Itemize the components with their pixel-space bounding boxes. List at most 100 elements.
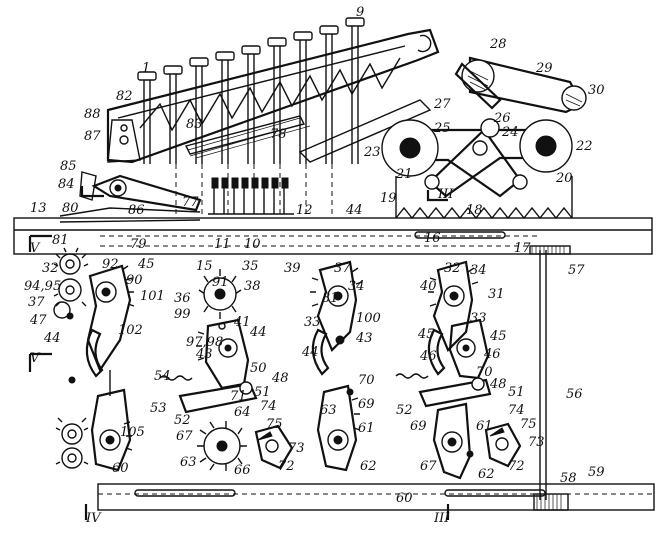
numeral: 66 [234, 463, 251, 478]
numeral: 71 [230, 389, 247, 404]
numeral: 27 [433, 97, 451, 112]
numeral: 60 [112, 461, 129, 476]
key-label-last: 9 [356, 5, 364, 20]
numeral: 26 [493, 111, 511, 126]
numeral: 99 [174, 307, 191, 322]
numeral: 63 [180, 455, 197, 470]
numeral: 86 [128, 203, 145, 218]
numeral: 52 [396, 403, 413, 418]
numeral: 34 [348, 279, 365, 294]
section-mark: III [437, 187, 454, 202]
numeral: 44 [43, 331, 61, 346]
numeral: 40 [419, 279, 437, 294]
numeral: 44 [301, 345, 319, 360]
numeral: 44 [345, 203, 363, 218]
numeral: 39 [284, 261, 301, 276]
numeral: 10 [244, 237, 261, 252]
numeral: 84 [58, 177, 75, 192]
numeral: 46 [419, 349, 437, 364]
numeral: 62 [478, 467, 495, 482]
numeral: 20 [555, 171, 573, 186]
numeral: 35 [242, 259, 259, 274]
numeral: 33 [304, 315, 321, 330]
section-mark: V [30, 241, 41, 256]
numeral: 69 [410, 419, 427, 434]
numeral: 59 [588, 465, 605, 480]
numeral: 28 [489, 37, 507, 52]
numeral: 69 [358, 397, 375, 412]
numeral: 91 [212, 275, 229, 290]
numeral: 24 [501, 125, 519, 140]
numeral: 72 [278, 459, 295, 474]
numeral: 47 [29, 313, 47, 328]
lower-frame-bar [97, 483, 655, 511]
numeral: 92 [102, 257, 119, 272]
numeral: 54 [154, 369, 171, 384]
numeral: 75 [266, 417, 283, 432]
numeral: 36 [174, 291, 191, 306]
numeral: 51 [254, 385, 271, 400]
numeral: 100 [356, 311, 381, 326]
numeral: 63 [320, 403, 337, 418]
numeral: 50 [250, 361, 267, 376]
column-lever-3 [310, 260, 363, 472]
column-lever-4 [395, 260, 522, 480]
numeral: 13 [30, 201, 47, 216]
numeral: 73 [528, 435, 545, 450]
numeral: 97,98 [186, 335, 223, 350]
numeral: 15 [196, 259, 213, 274]
numeral: 87 [84, 129, 101, 144]
section-mark: III [433, 511, 450, 526]
numeral: 45 [417, 327, 435, 342]
numeral: 64 [234, 405, 251, 420]
key-slide [106, 28, 440, 164]
numeral: 77 [182, 195, 199, 210]
numeral: 23 [363, 145, 381, 160]
vertical-shaft [529, 245, 571, 511]
numeral: 70 [476, 365, 493, 380]
numeral: 52 [174, 413, 191, 428]
left-lever [59, 171, 202, 223]
numeral: 43 [355, 331, 373, 346]
numeral: 21 [395, 167, 413, 182]
numeral: 72 [508, 459, 525, 474]
numeral: 32 [42, 261, 59, 276]
numeral: 58 [560, 471, 577, 486]
numeral: 67 [420, 459, 437, 474]
toggle-linkage [381, 56, 587, 220]
numeral: 88 [84, 107, 101, 122]
numeral: 85 [60, 159, 77, 174]
numeral: 19 [380, 191, 397, 206]
numeral: 61 [476, 419, 493, 434]
left-gear-train [53, 247, 89, 469]
numeral: 62 [360, 459, 377, 474]
numeral: 22 [575, 139, 593, 154]
numeral: 53 [150, 401, 167, 416]
numeral: 67 [176, 429, 193, 444]
numeral: 17 [514, 241, 531, 256]
column-lever-2 [159, 269, 294, 471]
column-lever-1 [85, 264, 135, 472]
numeral: 11 [214, 237, 231, 252]
numeral: 37 [334, 261, 351, 276]
numeral: 45 [489, 329, 507, 344]
section-mark: V [30, 351, 41, 366]
numeral: 32 [444, 261, 461, 276]
numeral: 31 [322, 291, 339, 306]
numeral: 37 [28, 295, 45, 310]
numeral: 74 [260, 399, 277, 414]
numeral: 31 [488, 287, 505, 302]
numeral: 33 [470, 311, 487, 326]
numeral: 18 [466, 203, 483, 218]
numeral: 102 [118, 323, 143, 338]
numeral: 79 [130, 237, 147, 252]
numeral: 51 [508, 385, 525, 400]
numeral: 75 [520, 417, 537, 432]
numeral: 48 [489, 377, 507, 392]
numeral: 81 [52, 233, 69, 248]
numeral: 61 [358, 421, 375, 436]
section-markers [28, 186, 450, 520]
numeral: 101 [140, 289, 165, 304]
numeral: 25 [433, 121, 451, 136]
numeral: 45 [137, 257, 155, 272]
